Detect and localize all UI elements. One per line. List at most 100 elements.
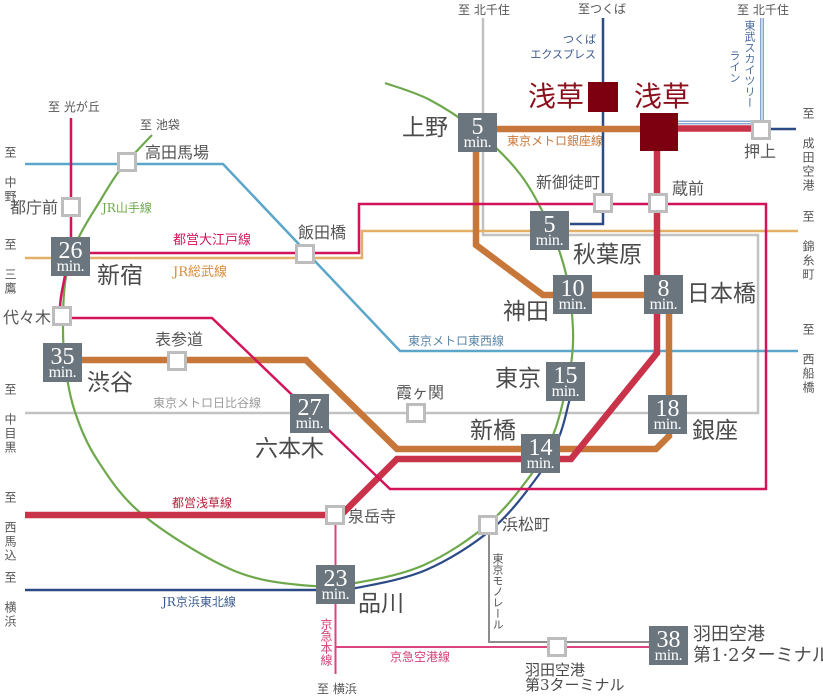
time-box-kanda: 10 min. <box>553 275 592 314</box>
station-marker-tochomae <box>61 197 81 217</box>
station-name-omotesando: 表参道 <box>155 330 204 349</box>
destination-label-narita: 至 成田空港 <box>801 107 815 193</box>
time-box-ginza: 18 min. <box>648 395 687 434</box>
line-label-keihin-tohoku: JR京浜東北線 <box>162 595 236 609</box>
line-label-yamanote: JR山手線 <box>102 201 152 215</box>
station-marker-oshiage <box>751 120 771 140</box>
time-box-shimbashi: 14 min. <box>521 434 560 473</box>
station-name-shinjuku: 新宿 <box>97 263 143 289</box>
station-marker-shin-okachimachi <box>593 193 613 213</box>
station-name-sengakuji: 泉岳寺 <box>348 507 397 526</box>
time-box-shinagawa: 23 min. <box>316 565 355 604</box>
station-name-kanda: 神田 <box>503 299 549 325</box>
line-label-tozai: 東京メトロ東西線 <box>408 334 505 348</box>
station-name-haneda-t12-line1: 羽田空港 <box>693 624 765 645</box>
asakusa-line <box>25 125 760 519</box>
time-box-shinjuku: 26 min. <box>51 237 90 276</box>
station-marker-haneda-t3 <box>547 637 567 657</box>
line-label-keikyu-main: 京急本線 <box>319 618 333 666</box>
destination-label-yokohama-west: 至 横浜 <box>3 571 17 629</box>
station-name-haneda-t3-line1: 羽田空港 <box>525 661 586 679</box>
station-name-yoyogi: 代々木 <box>3 308 52 327</box>
destination-label-ikebukuro: 至 池袋 <box>140 118 180 132</box>
destination-label-kitasenju-hibiya: 至 北千住 <box>458 3 510 17</box>
minutes-unit: min. <box>321 586 350 603</box>
station-marker-yoyogi <box>52 306 72 326</box>
time-box-tokyo: 15 min. <box>546 362 585 401</box>
line-label-keikyu-airport: 京急空港線 <box>390 650 451 664</box>
destination-label-nakano: 至 中野 <box>3 146 17 204</box>
time-box-haneda-t12: 38 min. <box>649 626 688 665</box>
travel-minutes: 27 <box>297 395 322 421</box>
travel-minutes: 23 <box>323 566 348 592</box>
travel-minutes: 5 <box>471 114 484 140</box>
station-name-haneda-t12-line2: 第1·2ターミナル <box>693 645 823 666</box>
station-name-roppongi: 六本木 <box>255 436 324 462</box>
station-marker-sengakuji <box>325 505 345 525</box>
destination-label-nakameguro: 至 中目黒 <box>3 383 17 455</box>
destination-label-kinshicho: 至 錦糸町 <box>801 210 815 282</box>
station-name-ueno: 上野 <box>402 115 448 141</box>
destination-label-mitaka: 至 三鷹 <box>3 238 17 296</box>
travel-minutes: 18 <box>655 396 680 422</box>
station-name-nihombashi: 日本橋 <box>687 281 756 307</box>
station-name-tochomae: 都庁前 <box>10 198 59 217</box>
minutes-unit: min. <box>551 383 580 400</box>
station-marker-kasumigaseki <box>406 403 426 423</box>
line-label-tsukuba-express-line2: エクスプレス <box>530 48 596 61</box>
station-name-kuramae: 蔵前 <box>672 179 705 198</box>
destination-label-hikarigaoka: 至 光が丘 <box>48 100 100 114</box>
station-marker-hamamatsucho <box>478 515 498 535</box>
origin-name-asakusa-tx: 浅草 <box>528 80 585 113</box>
minutes-unit: min. <box>56 258 85 275</box>
station-name-takadanobaba: 高田馬場 <box>145 143 210 162</box>
line-label-tobu-skytree-line2: ライン <box>728 50 741 83</box>
minutes-unit: min. <box>295 415 324 432</box>
line-label-oedo: 都営大江戸線 <box>173 233 252 248</box>
time-box-shibuya: 35 min. <box>43 343 82 382</box>
hibiya-line <box>25 18 760 415</box>
line-label-tsukuba-express-line1: つくば <box>563 33 596 46</box>
travel-minutes: 14 <box>528 435 553 461</box>
origin-box-asakusa-tx <box>588 82 618 112</box>
station-name-oshiage: 押上 <box>744 142 777 161</box>
travel-minutes: 26 <box>58 238 83 264</box>
origin-name-asakusa: 浅草 <box>634 80 691 113</box>
line-label-asakusa: 都営浅草線 <box>172 496 233 510</box>
station-name-tokyo: 東京 <box>495 366 541 392</box>
line-label-hibiya: 東京メトロ日比谷線 <box>153 396 262 410</box>
station-name-haneda-t3-line2: 第3ターミナル <box>525 676 625 694</box>
minutes-unit: min. <box>48 364 77 381</box>
station-marker-takadanobaba <box>117 152 137 172</box>
time-box-akihabara: 5 min. <box>530 211 569 250</box>
station-name-akihabara: 秋葉原 <box>573 242 642 268</box>
station-name-shibuya: 渋谷 <box>87 370 133 396</box>
origin-box-asakusa <box>640 113 678 151</box>
ginza-line <box>62 125 673 453</box>
minutes-unit: min. <box>649 296 678 313</box>
station-marker-kuramae <box>648 193 668 213</box>
travel-minutes: 35 <box>50 344 75 370</box>
minutes-unit: min. <box>653 416 682 433</box>
destination-label-nishifunabashi: 至 西船橋 <box>801 323 815 395</box>
keihin-tohoku-line-east <box>329 389 574 592</box>
destination-label-yokohama-south: 至 横浜 <box>317 682 357 696</box>
minutes-unit: min. <box>463 134 492 151</box>
station-name-hamamatsucho: 浜松町 <box>502 515 551 534</box>
destination-label-nishimagome: 至 西馬込 <box>3 491 17 563</box>
line-label-tokyo-monorail: 東京モノレール <box>491 553 504 630</box>
minutes-unit: min. <box>535 232 564 249</box>
station-name-ginza: 銀座 <box>692 418 738 444</box>
minutes-unit: min. <box>526 455 555 472</box>
time-box-nihombashi: 8 min. <box>644 275 683 314</box>
line-label-ginza: 東京メトロ銀座線 <box>507 134 604 148</box>
line-label-sobu: JR総武線 <box>173 265 227 280</box>
station-name-shin-okachimachi: 新御徒町 <box>536 173 601 192</box>
travel-minutes: 10 <box>560 276 585 302</box>
time-box-roppongi: 27 min. <box>290 394 329 433</box>
destination-label-tsukuba: 至つくば <box>578 2 627 16</box>
travel-minutes: 8 <box>657 276 670 302</box>
line-label-tobu-skytree-line1: 東武スカイツリー <box>743 20 756 108</box>
